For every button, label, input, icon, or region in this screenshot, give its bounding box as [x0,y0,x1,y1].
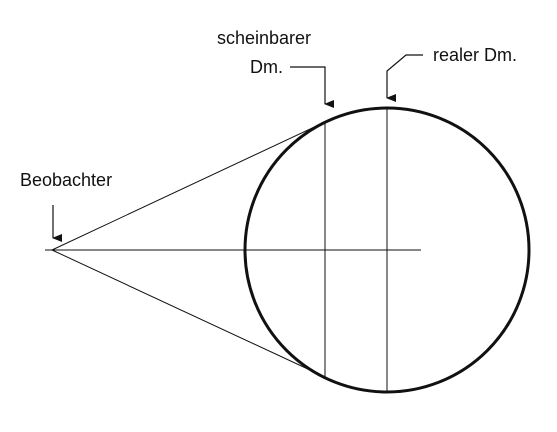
real-diameter-label: realer Dm. [433,45,517,65]
upper-tangent-line [51,121,326,251]
observer-label: Beobachter [20,170,112,190]
real-diameter-arrow [386,54,423,102]
apparent-diameter-label-line2: Dm. [250,57,283,77]
apparent-diameter-arrow [290,66,334,108]
lower-tangent-line [51,249,326,378]
apparent-diameter-label-line1: scheinbarer [217,28,311,48]
